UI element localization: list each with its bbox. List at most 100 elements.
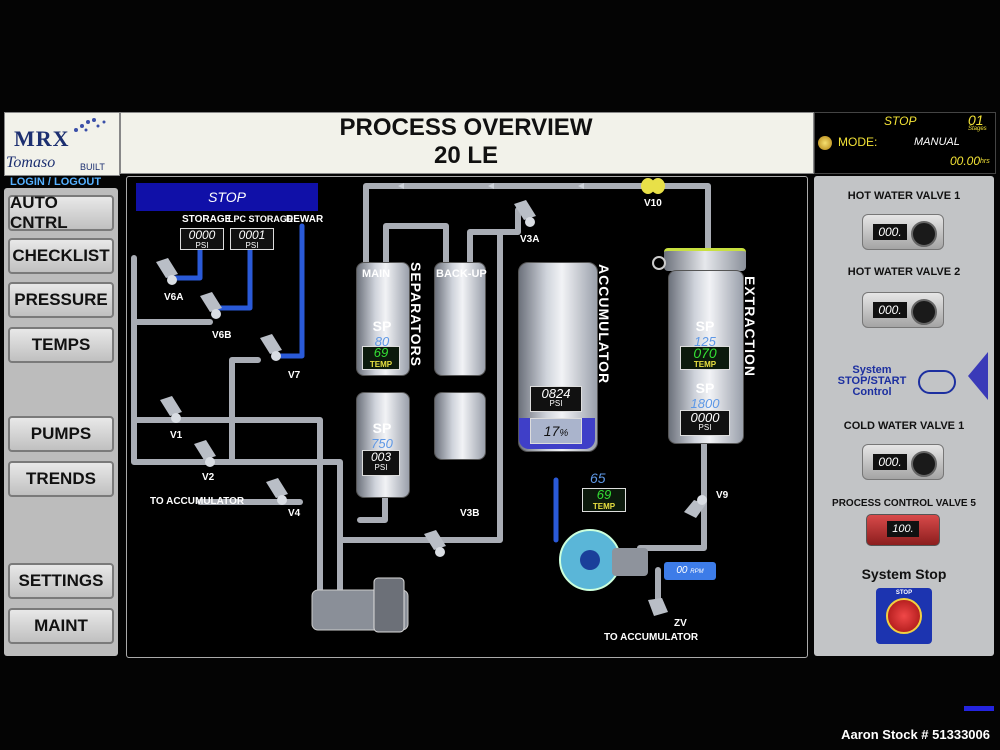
- emergency-stop-icon: [886, 598, 922, 634]
- v2-label: V2: [202, 472, 215, 483]
- lpc-storage-label: LPC STORAGE: [228, 214, 293, 224]
- page-subtitle: 20 LE: [433, 142, 499, 169]
- nav-pressure-button[interactable]: PRESSURE: [8, 282, 114, 318]
- nav-pumps-button[interactable]: PUMPS: [8, 416, 114, 452]
- logo-dots-icon: [70, 116, 110, 136]
- logo-tomaso: Tomaso: [6, 154, 56, 171]
- system-control-button[interactable]: System STOP/START Control: [830, 364, 960, 400]
- hot-water-valve-1-value: 000.: [873, 224, 907, 240]
- watermark-text: Aaron Stock # 51333006: [841, 727, 990, 742]
- co2-pump-icon[interactable]: [312, 578, 408, 632]
- v10-label: V10: [644, 198, 662, 209]
- page-title: PROCESS OVERVIEW: [339, 114, 593, 141]
- v2-valve-icon[interactable]: [190, 438, 220, 468]
- v6a-valve-icon[interactable]: [152, 256, 182, 286]
- cold-water-valve-1-control[interactable]: 000.: [862, 444, 944, 480]
- v4-valve-icon[interactable]: [262, 476, 292, 506]
- backup-separator-lower-vessel[interactable]: [434, 392, 486, 460]
- v10-valve-icon[interactable]: [640, 176, 666, 196]
- title-box: [120, 112, 814, 174]
- extraction-hook-icon: [652, 256, 666, 270]
- logo-box: [4, 112, 120, 176]
- cold-water-valve-1-value: 000.: [873, 454, 907, 470]
- v6a-label: V6A: [164, 292, 184, 303]
- zv-valve-icon[interactable]: [644, 596, 672, 620]
- v9-label: V9: [716, 490, 729, 501]
- hot-water-valve-1-control[interactable]: 000.: [862, 214, 944, 250]
- accumulator-level-display: 17%: [530, 418, 582, 444]
- pump-speed-display: 00 RPM: [664, 562, 716, 580]
- status-state: STOP: [884, 114, 917, 128]
- status-cycle-unit: Stages: [968, 126, 987, 132]
- status-time: 00.00: [950, 154, 981, 168]
- v6b-valve-icon[interactable]: [196, 290, 226, 320]
- v1-valve-icon[interactable]: [156, 394, 186, 424]
- system-stop-label: System Stop: [861, 566, 947, 582]
- accumulator-title: ACCUMULATOR: [596, 264, 612, 385]
- nav-maint-button[interactable]: MAINT: [8, 608, 114, 644]
- main-separator-lower-vessel[interactable]: [356, 392, 410, 498]
- zv-label: ZV: [674, 618, 687, 629]
- backup-separator-label: BACK-UP: [436, 268, 487, 280]
- v6b-label: V6B: [212, 330, 232, 341]
- v9-valve-icon[interactable]: [680, 494, 710, 524]
- login-logout-link[interactable]: LOGIN / LOGOUT: [10, 176, 102, 188]
- mode-indicator-icon: [818, 136, 832, 150]
- separators-title: SEPARATORS: [408, 262, 424, 367]
- dewar-label: DEWAR: [286, 214, 324, 225]
- process-control-valve-5-label: PROCESS CONTROL VALVE 5: [832, 498, 976, 509]
- nav-settings-button[interactable]: SETTINGS: [8, 563, 114, 599]
- backup-separator-upper-vessel[interactable]: [434, 262, 486, 376]
- v7-label: V7: [288, 370, 301, 381]
- to-accumulator-left-label: TO ACCUMULATOR: [150, 496, 245, 507]
- v3a-valve-icon[interactable]: [510, 198, 540, 228]
- process-status-banner: STOP: [136, 183, 318, 211]
- nav-auto-cntrl-button[interactable]: AUTO CNTRL: [8, 193, 114, 232]
- extraction-vessel-cap: [664, 248, 746, 271]
- emergency-stop-button[interactable]: STOP: [876, 588, 932, 644]
- cold-water-valve-1-label: COLD WATER VALVE 1: [843, 420, 965, 432]
- screen-indicator: [964, 706, 994, 711]
- nav-temps-button[interactable]: TEMPS: [8, 327, 114, 363]
- v7-valve-icon[interactable]: [256, 332, 286, 362]
- status-cycle: 01: [968, 112, 984, 128]
- valve-knob-icon: [911, 451, 937, 477]
- system-control-line2: STOP/START: [837, 375, 907, 387]
- right-control-panel: [814, 176, 994, 656]
- valve-knob-icon: [911, 299, 937, 325]
- valve-knob-icon: [911, 221, 937, 247]
- nav-trends-button[interactable]: TRENDS: [8, 461, 114, 497]
- system-control-line1: System: [852, 364, 892, 376]
- hand-pointer-icon: [918, 370, 956, 394]
- v3a-label: V3A: [520, 234, 540, 245]
- process-control-valve-5-value: 100.: [887, 521, 919, 537]
- logo-mrx: MRX: [14, 126, 70, 151]
- v4-label: V4: [288, 508, 301, 519]
- logo-built: BUILT: [80, 162, 105, 172]
- hot-water-valve-1-label: HOT WATER VALVE 1: [847, 190, 961, 202]
- to-accumulator-bottom-label: TO ACCUMULATOR: [604, 632, 699, 643]
- hot-water-valve-2-control[interactable]: 000.: [862, 292, 944, 328]
- emergency-stop-text: STOP: [895, 590, 913, 596]
- main-separator-label: MAIN: [362, 268, 391, 280]
- accumulator-temp-setpoint: 65: [590, 470, 606, 486]
- circulation-pump-icon[interactable]: [558, 528, 650, 590]
- panel-tab-indicator: [968, 352, 988, 400]
- process-control-valve-5-control[interactable]: 100.: [866, 514, 940, 546]
- v3b-label: V3B: [460, 508, 480, 519]
- status-box: [814, 112, 996, 174]
- v3b-valve-icon[interactable]: [420, 528, 450, 558]
- nav-checklist-button[interactable]: CHECKLIST: [8, 238, 114, 274]
- storage-label: STORAGE: [182, 214, 232, 225]
- system-control-line3: Control: [852, 386, 892, 398]
